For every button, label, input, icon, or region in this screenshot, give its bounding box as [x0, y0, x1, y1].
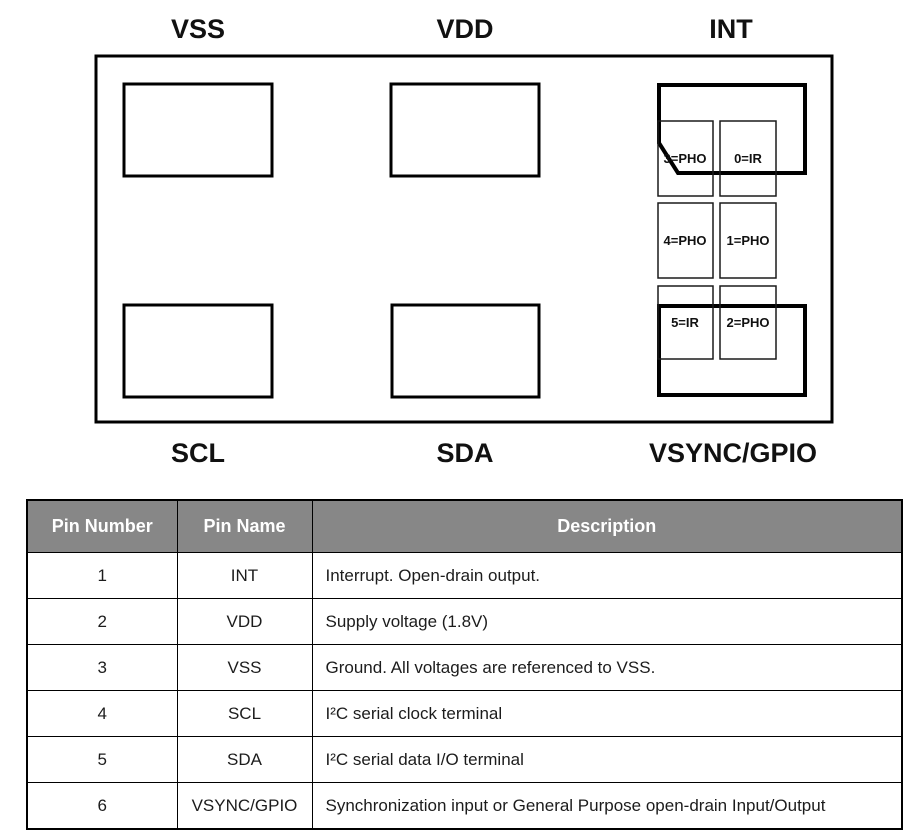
sensor-cell-3pho — [657, 120, 714, 197]
sensor-cell-5ir — [657, 285, 714, 360]
pad-scl — [122, 303, 274, 399]
sensor-cell-1pho — [719, 202, 777, 279]
pin-label-vsync-gpio: VSYNC/GPIO — [649, 438, 817, 468]
sensor-cell-label: 1=PHO — [727, 233, 770, 248]
pad-vsync-gpio — [657, 304, 807, 397]
table-row: 2 VDD Supply voltage (1.8V) — [26, 598, 903, 645]
col-header-pin-number: Pin Number — [26, 499, 178, 553]
pin-label-vss: VSS — [171, 14, 225, 44]
pin-number-cell: 2 — [26, 598, 178, 645]
description-cell: Ground. All voltages are referenced to V… — [311, 644, 903, 691]
description-cell: I²C serial clock terminal — [311, 690, 903, 737]
pad-int — [657, 83, 807, 175]
pin-label-vdd: VDD — [436, 14, 493, 44]
pin-number-cell: 6 — [26, 782, 178, 830]
pin-label-scl: SCL — [171, 438, 225, 468]
pin-name-cell: VDD — [176, 598, 313, 645]
pin-diagram: VSS VDD INT 3=PHO 0=IR 4=PHO 1=PHO 5=IR … — [94, 14, 834, 468]
sensor-cell-label: 0=IR — [734, 151, 762, 166]
chip-outline — [94, 54, 834, 424]
table-row: 6 VSYNC/GPIO Synchronization input or Ge… — [26, 782, 903, 830]
pin-number-cell: 1 — [26, 552, 178, 599]
description-cell: Interrupt. Open-drain output. — [311, 552, 903, 599]
description-cell: Synchronization input or General Purpose… — [311, 782, 903, 830]
pin-name-cell: SDA — [176, 736, 313, 783]
sensor-cell-label: 4=PHO — [664, 233, 707, 248]
pad-sda — [390, 303, 541, 399]
table-row: 3 VSS Ground. All voltages are reference… — [26, 644, 903, 691]
pin-number-cell: 5 — [26, 736, 178, 783]
description-cell: Supply voltage (1.8V) — [311, 598, 903, 645]
pin-label-int: INT — [709, 14, 753, 44]
pad-vss — [122, 82, 274, 178]
pin-name-cell: VSS — [176, 644, 313, 691]
pin-number-cell: 3 — [26, 644, 178, 691]
pad-vdd — [389, 82, 541, 178]
col-header-pin-name: Pin Name — [176, 499, 313, 553]
sensor-cell-4pho — [657, 202, 714, 279]
table-row: 4 SCL I²C serial clock terminal — [26, 690, 903, 737]
sensor-cell-label: 2=PHO — [727, 315, 770, 330]
table-row: 5 SDA I²C serial data I/O terminal — [26, 736, 903, 783]
pin-label-sda: SDA — [436, 438, 493, 468]
table-row: 1 INT Interrupt. Open-drain output. — [26, 552, 903, 599]
pin-name-cell: SCL — [176, 690, 313, 737]
sensor-cell-label: 3=PHO — [664, 151, 707, 166]
col-header-description: Description — [311, 499, 903, 553]
pin-description-table: Pin Number Pin Name Description 1 INT In… — [26, 499, 903, 830]
description-cell: I²C serial data I/O terminal — [311, 736, 903, 783]
sensor-cell-2pho — [719, 285, 777, 360]
table-header-row: Pin Number Pin Name Description — [26, 499, 903, 553]
pin-name-cell: VSYNC/GPIO — [176, 782, 313, 830]
pin-number-cell: 4 — [26, 690, 178, 737]
sensor-cell-label: 5=IR — [671, 315, 699, 330]
pin-name-cell: INT — [176, 552, 313, 599]
sensor-cell-0ir — [719, 120, 777, 197]
